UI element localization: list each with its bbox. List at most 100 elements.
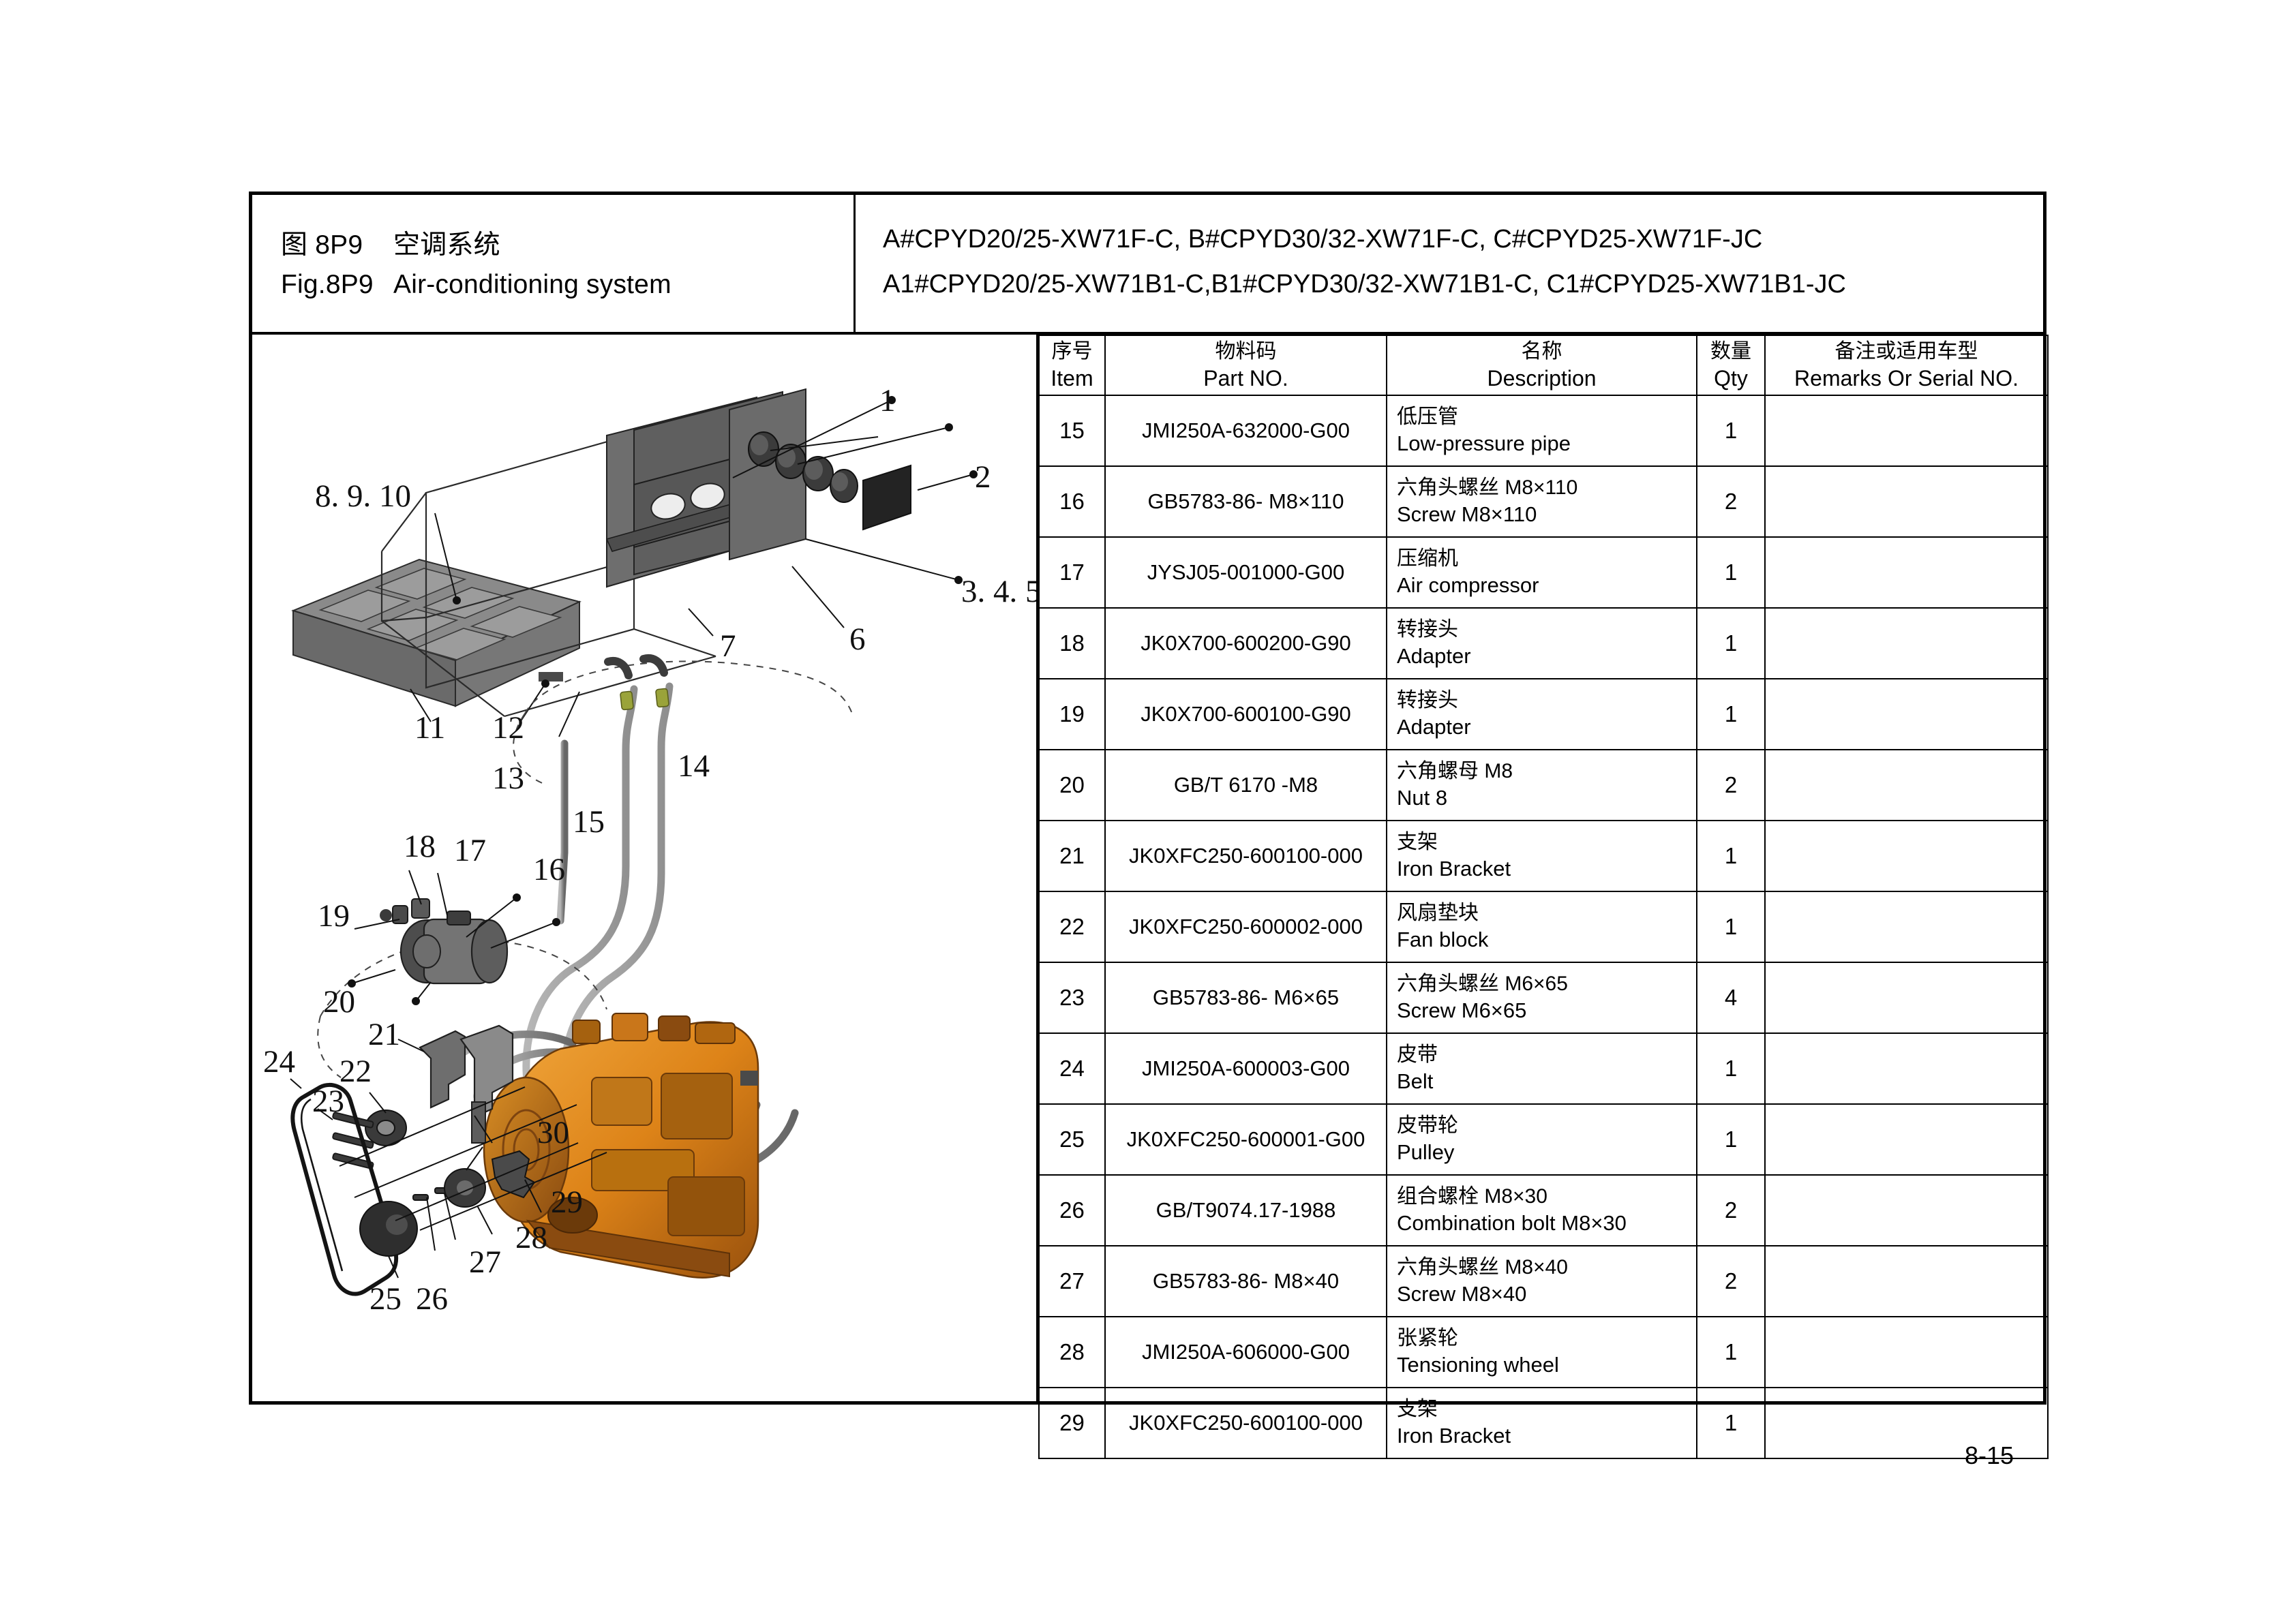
callout-21-label: 21: [368, 1017, 400, 1052]
description-cn: 皮带: [1397, 1043, 1438, 1067]
header-item-en: Item: [1051, 365, 1093, 391]
header-qty: 数量 Qty: [1696, 335, 1766, 396]
cell-part-no: JMI250A-600003-G00: [1104, 1032, 1387, 1105]
title-right-cell: A#CPYD20/25-XW71F-C, B#CPYD30/32-XW71F-C…: [856, 195, 2043, 332]
housing-wireframe-graphic: [380, 433, 716, 718]
description-en: Combination bolt M8×30: [1397, 1211, 1627, 1236]
header-part-no-en: Part NO.: [1203, 365, 1288, 391]
cell-part-no: JK0X700-600200-G90: [1104, 607, 1387, 679]
callout-19-label: 19: [318, 898, 350, 934]
callout-7-label: 7: [720, 628, 736, 664]
callout-11-label: 11: [414, 710, 445, 746]
figure-code-en: Fig.8P9: [281, 270, 374, 299]
cell-part-no: JYSJ05-001000-G00: [1104, 536, 1387, 609]
figure-name-cn: 空调系统: [393, 230, 500, 260]
cell-item: 22: [1038, 891, 1106, 963]
cell-remarks: [1764, 536, 2049, 609]
description-cn: 低压管: [1397, 406, 1458, 429]
callout-8910-label: 8. 9. 10: [315, 478, 411, 514]
header-item: 序号 Item: [1038, 335, 1106, 396]
cell-remarks: [1764, 962, 2049, 1034]
description-en: Fan block: [1397, 928, 1489, 952]
callout-2-label: 2: [975, 459, 991, 495]
cell-remarks: [1764, 1032, 2049, 1105]
callout-30-label: 30: [537, 1115, 569, 1150]
cell-remarks: [1764, 395, 2049, 467]
cell-qty: 1: [1696, 1103, 1766, 1176]
parts-table-pane: 序号 Item 物料码 Part NO. 名称 Description: [1038, 335, 2049, 1459]
adapter-fittings-graphic: [380, 898, 430, 924]
cell-part-no: GB5783-86- M8×110: [1104, 465, 1387, 538]
parts-table: 序号 Item 物料码 Part NO. 名称 Description: [1038, 335, 2049, 1459]
cell-part-no: JK0XFC250-600001-G00: [1104, 1103, 1387, 1176]
cell-qty: 1: [1696, 1387, 1766, 1459]
cell-qty: 1: [1696, 820, 1766, 892]
description-cn: 六角头螺丝 M6×65: [1397, 973, 1568, 996]
cell-item: 29: [1038, 1387, 1106, 1459]
cell-remarks: [1764, 820, 2049, 892]
cell-part-no: GB5783-86- M6×65: [1104, 962, 1387, 1034]
callout-20-label: 20: [323, 984, 355, 1020]
belt-24-graphic: [290, 1082, 399, 1296]
cell-qty: 1: [1696, 607, 1766, 679]
assembly-envelope-upper: [513, 660, 853, 785]
description-en: Belt: [1397, 1069, 1434, 1094]
control-knobs-graphic: [748, 431, 858, 503]
cell-qty: 1: [1696, 1316, 1766, 1388]
cell-remarks: [1764, 1103, 2049, 1176]
callout-14-label: 14: [678, 748, 710, 784]
description-cn: 转接头: [1397, 618, 1458, 641]
cell-remarks: [1764, 607, 2049, 679]
evaporator-unit-graphic: [291, 558, 581, 707]
cell-part-no: GB/T9074.17-1988: [1104, 1174, 1387, 1246]
cell-part-no: GB5783-86- M8×40: [1104, 1245, 1387, 1317]
engine-block-graphic: [483, 1013, 759, 1279]
description-cn: 支架: [1397, 831, 1438, 854]
header-description: 名称 Description: [1386, 335, 1697, 396]
cell-qty: 2: [1696, 1245, 1766, 1317]
description-en: Nut 8: [1397, 786, 1448, 810]
header-part-no: 物料码 Part NO.: [1104, 335, 1387, 396]
callout-27-label: 27: [469, 1244, 501, 1280]
header-remarks-en: Remarks Or Serial NO.: [1794, 365, 2019, 391]
cell-remarks: [1764, 1174, 2049, 1246]
leader-lines-upper: [410, 396, 978, 737]
description-en: Screw M8×40: [1397, 1282, 1527, 1306]
description-cn: 张紧轮: [1397, 1327, 1458, 1350]
header-qty-cn: 数量: [1710, 339, 1751, 363]
cell-qty: 1: [1696, 891, 1766, 963]
cell-qty: 1: [1696, 1032, 1766, 1105]
cell-item: 18: [1038, 607, 1106, 679]
description-en: Pulley: [1397, 1140, 1455, 1165]
cell-qty: 1: [1696, 536, 1766, 609]
callout-29-label: 29: [551, 1184, 583, 1220]
bracket-21-graphic: [419, 1024, 514, 1144]
description-en: Air compressor: [1397, 573, 1539, 598]
callout-15-label: 15: [573, 804, 605, 840]
cell-qty: 2: [1696, 1174, 1766, 1246]
cell-qty: 2: [1696, 749, 1766, 821]
callout-18-label: 18: [404, 829, 436, 864]
exploded-diagram: 1 2 3. 4. 5 6 7 8. 9. 10 11 12 13 14 15 …: [252, 335, 1036, 1401]
